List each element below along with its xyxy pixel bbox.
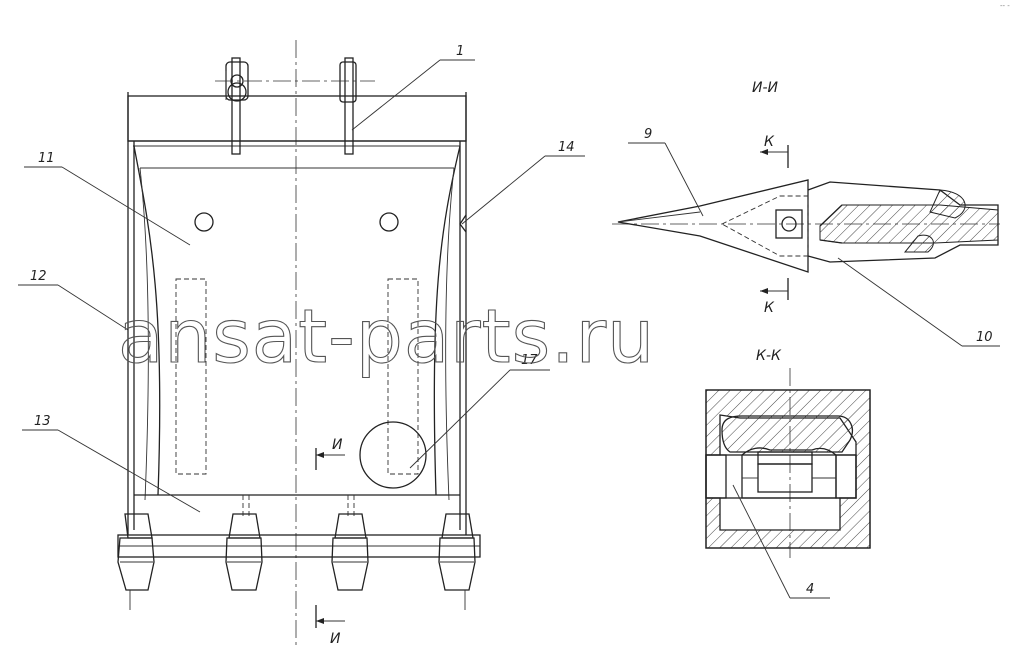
svg-text:9: 9 bbox=[644, 127, 652, 142]
adapter-ribs bbox=[242, 495, 355, 518]
left-inner-wall bbox=[133, 145, 161, 496]
svg-text:14: 14 bbox=[558, 140, 575, 155]
callout-17: 17 bbox=[409, 353, 550, 469]
tooth bbox=[331, 513, 369, 591]
svg-text:12: 12 bbox=[30, 269, 47, 284]
section-i-i-view: И-И К К 9 bbox=[612, 80, 1000, 347]
left-hole bbox=[194, 212, 214, 232]
section-k-k-title: К-К bbox=[756, 348, 782, 364]
svg-text:11: 11 bbox=[38, 151, 55, 166]
section-cut-k-top: К bbox=[760, 134, 789, 168]
corner-mark: -- - bbox=[1000, 2, 1010, 10]
svg-text:4: 4 bbox=[806, 582, 814, 597]
section-k-k-view: К-К 4 bbox=[705, 348, 871, 599]
watermark: ansat-parts.ru bbox=[118, 294, 655, 380]
svg-text:10: 10 bbox=[976, 330, 993, 345]
svg-text:17: 17 bbox=[521, 353, 538, 368]
svg-text:К: К bbox=[764, 300, 775, 316]
tooth-wedge-section bbox=[721, 415, 853, 453]
adapter-body-section bbox=[705, 389, 871, 549]
right-hole bbox=[379, 212, 399, 232]
top-beam bbox=[127, 95, 467, 142]
tooth bbox=[225, 513, 263, 591]
callout-1: 1 bbox=[351, 44, 475, 131]
bucket-front-view: И И bbox=[117, 40, 481, 647]
svg-text:И: И bbox=[330, 631, 341, 647]
callout-13: 13 bbox=[22, 414, 201, 513]
section-i-i-title: И-И bbox=[752, 80, 779, 96]
section-cut-k-bottom: К bbox=[760, 278, 789, 316]
tooth bbox=[117, 513, 155, 591]
side-cutter-notch bbox=[459, 214, 467, 233]
right-hidden-strip bbox=[387, 278, 419, 475]
section-cut-i-bottom: И bbox=[315, 605, 345, 647]
left-hidden-strip bbox=[175, 278, 207, 475]
callout-10: 10 bbox=[837, 257, 1000, 347]
callout-11: 11 bbox=[24, 151, 191, 246]
tooth bbox=[438, 513, 476, 591]
section-cut-i-top: И bbox=[315, 437, 345, 470]
callout-9: 9 bbox=[628, 127, 704, 217]
svg-text:13: 13 bbox=[34, 414, 51, 429]
tooth-9 bbox=[617, 179, 809, 273]
svg-text:И: И bbox=[332, 437, 343, 453]
callout-4: 4 bbox=[732, 484, 830, 599]
svg-text:К: К bbox=[764, 134, 775, 150]
mounting-lugs bbox=[215, 57, 375, 155]
bucket-teeth bbox=[117, 513, 476, 591]
callout-12: 12 bbox=[18, 269, 129, 331]
svg-text:1: 1 bbox=[456, 44, 464, 59]
callout-14: 14 bbox=[461, 140, 585, 225]
detail-circle-17 bbox=[359, 421, 427, 489]
